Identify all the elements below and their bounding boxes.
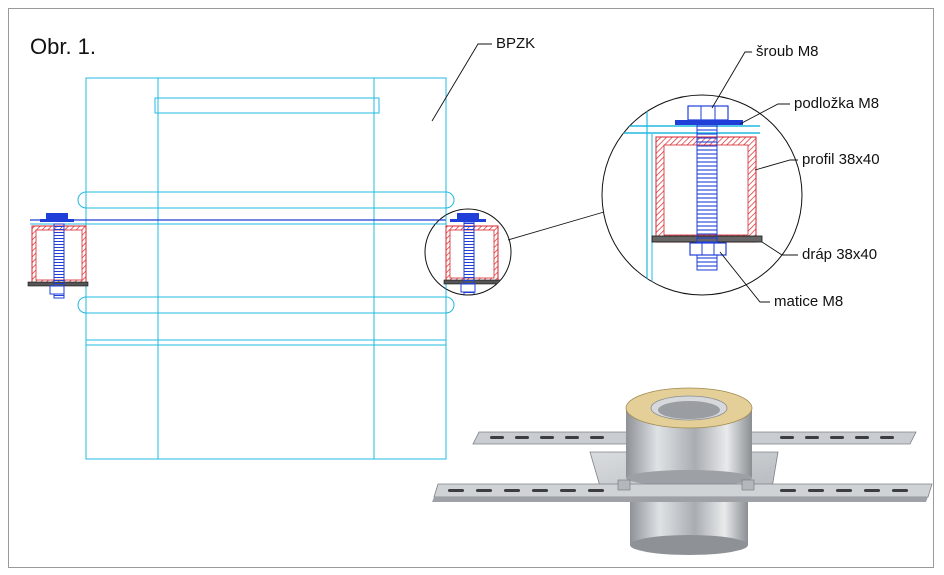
- leader-lines: [431, 43, 798, 303]
- left-bracket: [27, 213, 89, 299]
- magnifier-connector: [507, 211, 605, 241]
- figure-title: Obr. 1.: [30, 34, 97, 59]
- chimney-support-bracket-photo: [432, 387, 933, 555]
- label-bpzk: BPZK: [496, 35, 536, 52]
- label-bolt: šroub M8: [756, 43, 819, 60]
- magnified-detail-circle: [601, 94, 803, 296]
- label-claw: dráp 38x40: [802, 246, 878, 263]
- label-washer: podložka M8: [794, 95, 880, 112]
- label-nut: matice M8: [774, 293, 844, 310]
- label-profile: profil 38x40: [802, 151, 880, 168]
- small-detail-circle: [424, 208, 512, 296]
- chimney-outline: [30, 77, 455, 460]
